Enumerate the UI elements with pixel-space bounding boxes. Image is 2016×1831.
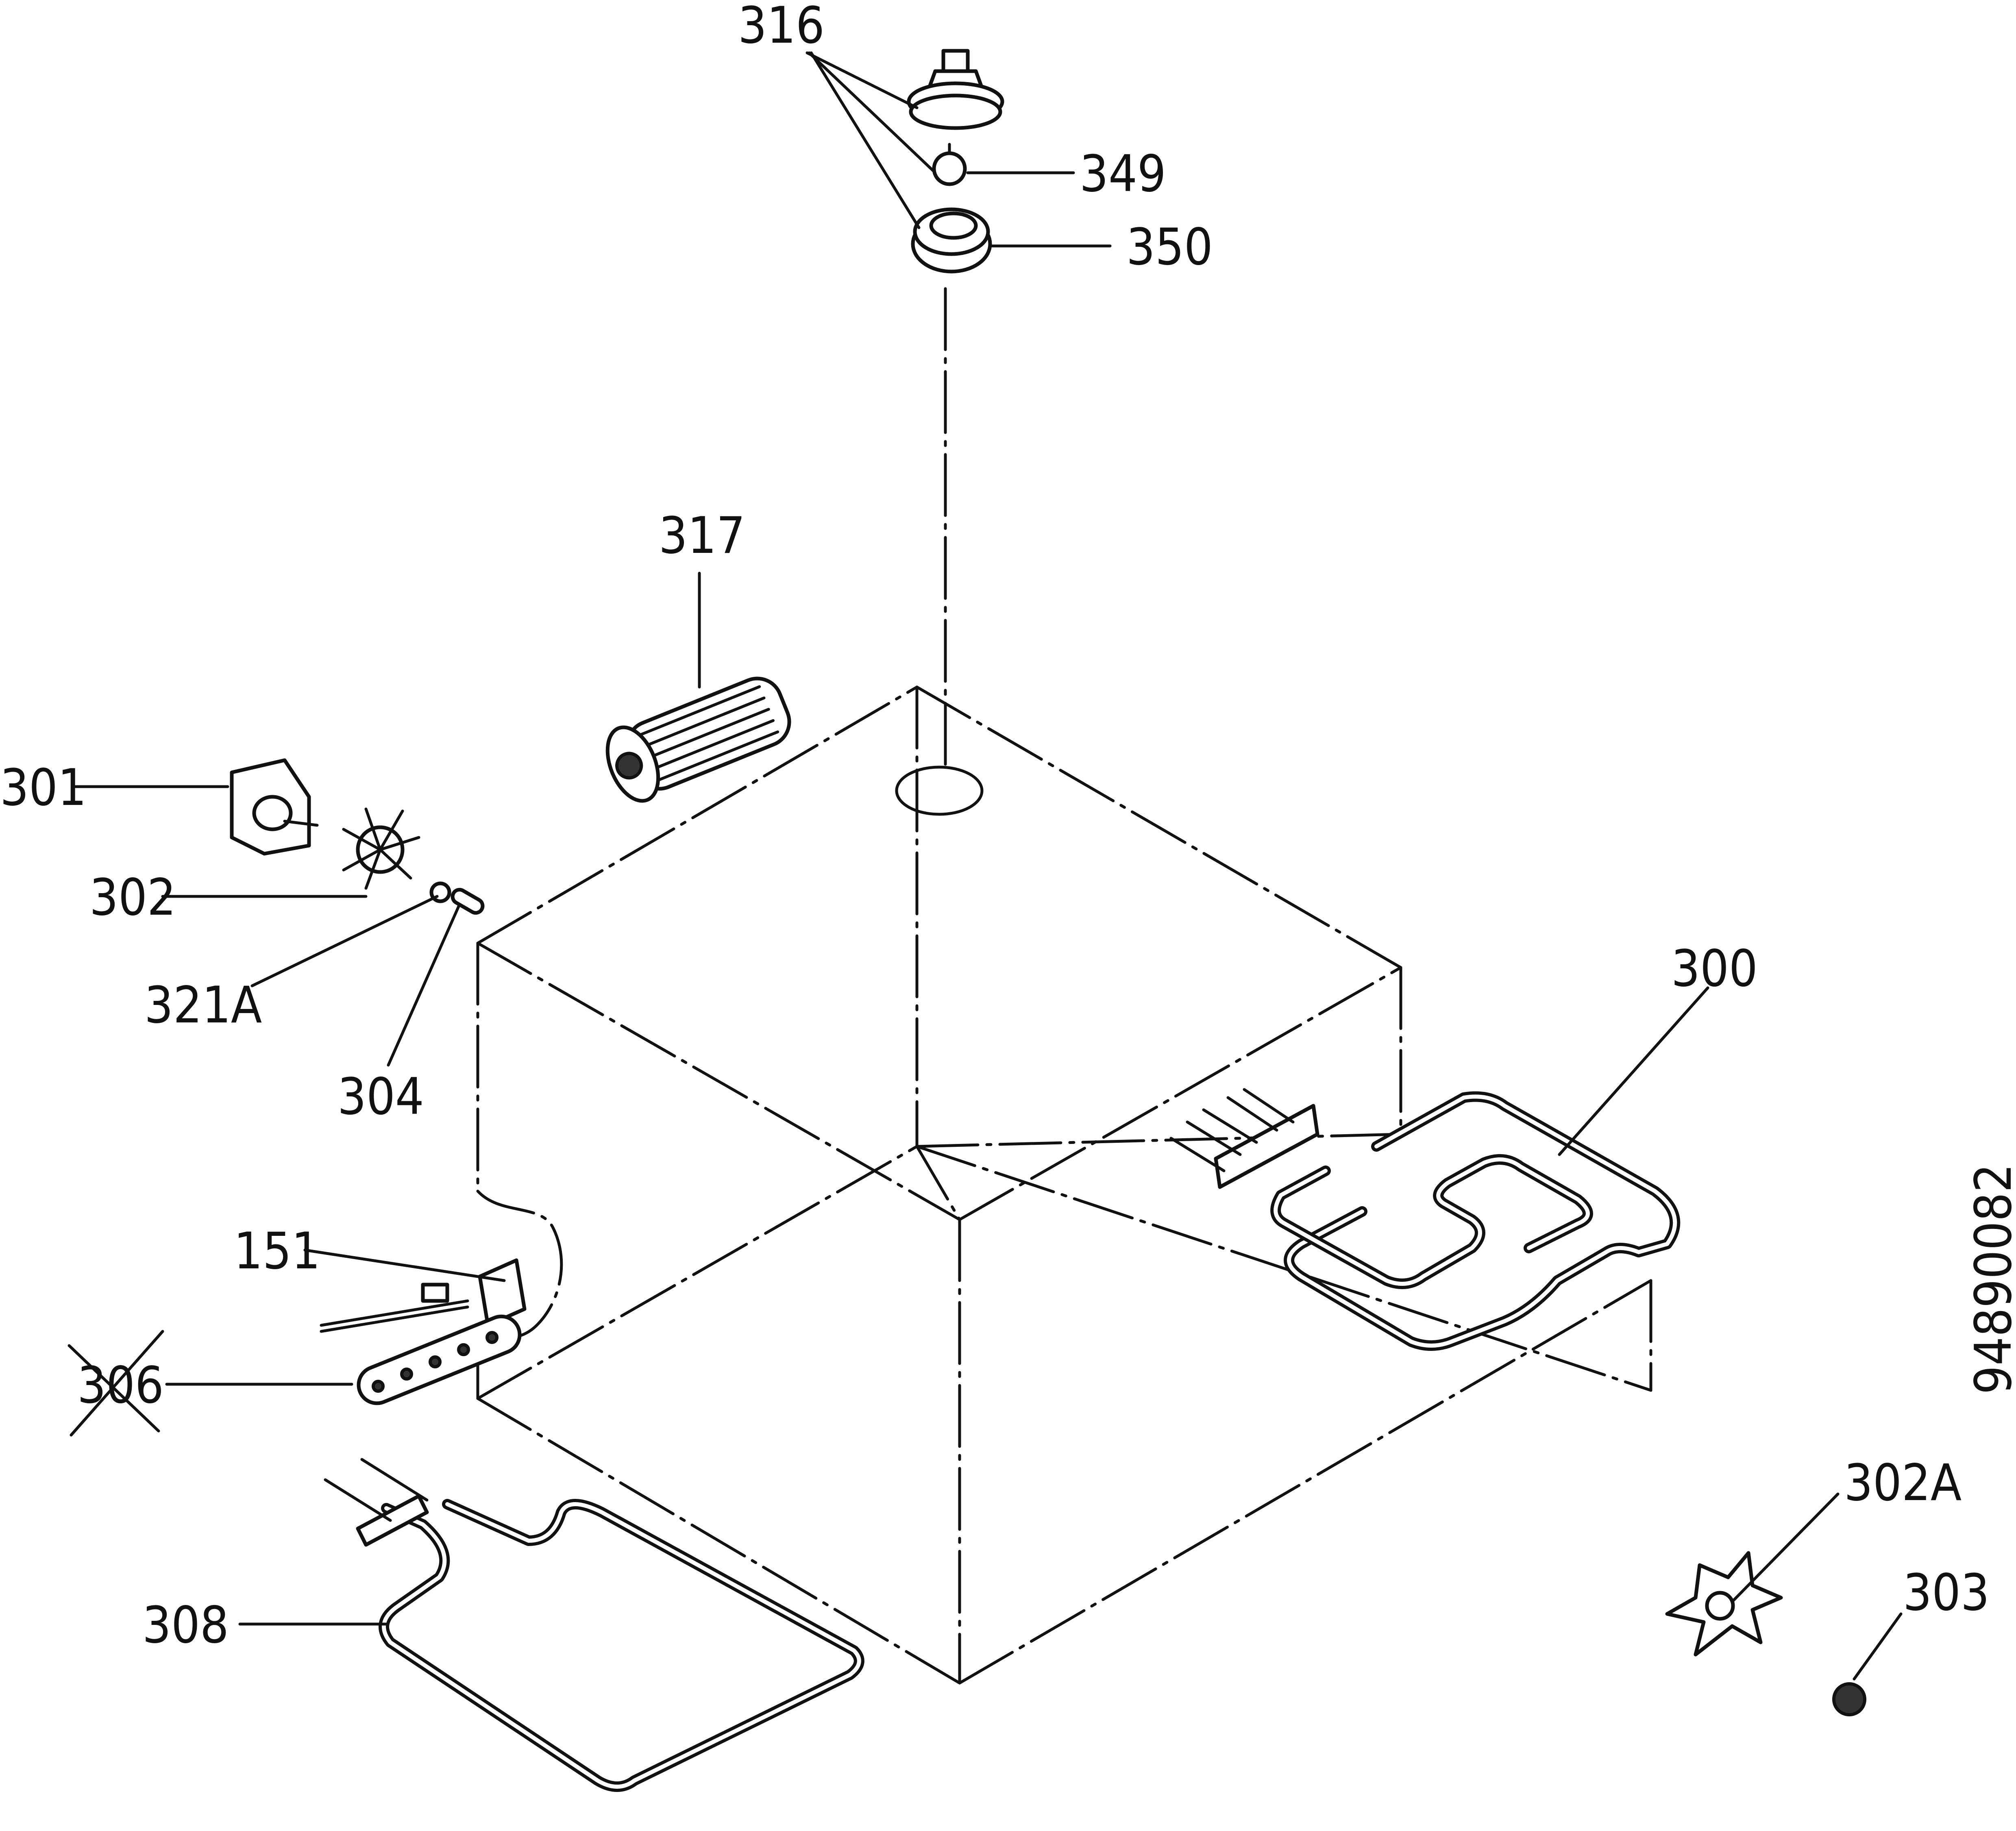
label-300: 300: [1671, 939, 1758, 998]
lamp-holder-part: [911, 207, 992, 274]
cross-out-mark: [67, 1330, 164, 1437]
oven-sensor-part: [320, 1258, 527, 1333]
fan-bracket-part: [230, 758, 319, 856]
bottom-heating-element: [324, 1458, 864, 1792]
lamp-bulb-part: [932, 143, 967, 186]
nut-part: [1832, 1682, 1866, 1716]
label-308: 308: [142, 1596, 229, 1655]
label-302: 302: [89, 868, 176, 927]
terminal-block-part: [357, 1314, 522, 1405]
oven-cavity-box: [476, 685, 1652, 1685]
fan-blade-part: [342, 807, 420, 890]
label-321a: 321A: [144, 976, 262, 1035]
label-151: 151: [234, 1222, 320, 1281]
lamp-cover-part: [907, 49, 1004, 130]
fan-star-part: [1665, 1551, 1783, 1657]
label-350: 350: [1126, 218, 1213, 276]
fan-motor-part: [605, 676, 791, 803]
label-303: 303: [1903, 1564, 1990, 1622]
label-304: 304: [337, 1068, 424, 1126]
grill-heating-element: [1169, 1088, 1681, 1351]
drawing-number: 94890082: [1964, 1163, 2016, 1394]
lamp-opening: [895, 765, 984, 816]
part-labels: 316 349 350 317 301 302 321A 304 300 151…: [0, 0, 1990, 1655]
label-317: 317: [659, 507, 745, 565]
leader-lines: [74, 51, 1903, 1681]
label-301: 301: [0, 759, 87, 817]
label-316: 316: [738, 0, 825, 55]
label-349: 349: [1080, 145, 1166, 203]
label-302a: 302A: [1844, 1454, 1962, 1512]
fan-washer-part: [451, 888, 485, 915]
